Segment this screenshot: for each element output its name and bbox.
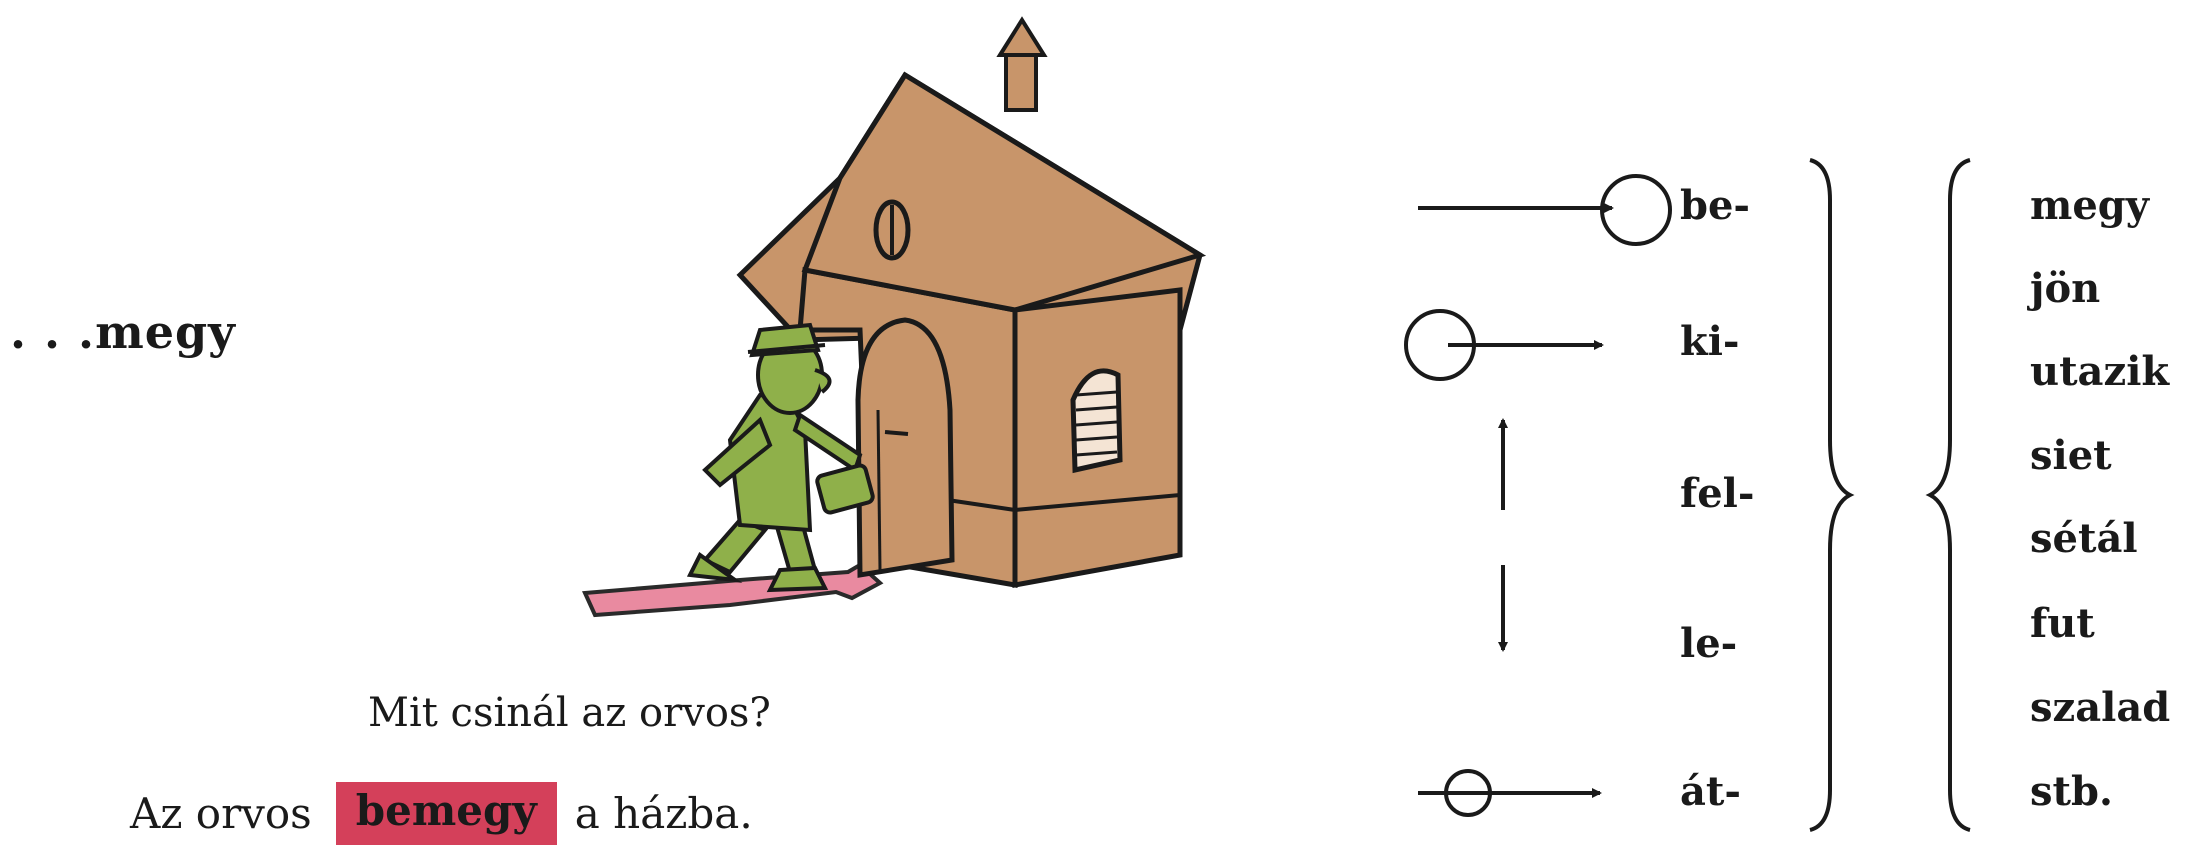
- question-text: Mit csinál az orvos?: [368, 690, 771, 736]
- prefix-be: be-: [1680, 182, 1751, 229]
- prefix-le: le-: [1680, 620, 1738, 667]
- prefix-right-brace: [1809, 158, 1855, 832]
- verb-item: siet: [2030, 432, 2112, 479]
- house-base-line: [1014, 493, 1181, 512]
- through-arrow-icon: [1418, 769, 1602, 817]
- chimney-cap: [996, 16, 1048, 57]
- prefix-fel: fel-: [1680, 470, 1755, 517]
- verb-item: fut: [2030, 600, 2095, 647]
- verb-item: megy: [2030, 182, 2149, 229]
- page-heading: . . .megy: [10, 305, 236, 359]
- verb-item: utazik: [2030, 348, 2170, 395]
- verb-item: jön: [2030, 265, 2101, 312]
- prefix-at: át-: [1680, 768, 1741, 815]
- verb-item: szalad: [2030, 684, 2171, 731]
- out-arrow-icon: [1404, 309, 1604, 381]
- example-sentence: Az orvos bemegy a házba.: [130, 782, 753, 846]
- sentence-end: a házba.: [574, 789, 753, 838]
- sentence-start: Az orvos: [130, 789, 312, 838]
- verb-item: stb.: [2030, 768, 2113, 815]
- highlighted-verb: bemegy: [335, 782, 557, 845]
- in-arrow-icon: [1418, 174, 1672, 246]
- doctor-figure: [686, 322, 875, 593]
- prefix-ki: ki-: [1680, 318, 1740, 365]
- verb-left-brace: [1925, 158, 1971, 832]
- door: [855, 317, 955, 578]
- verb-item: sétál: [2030, 515, 2138, 562]
